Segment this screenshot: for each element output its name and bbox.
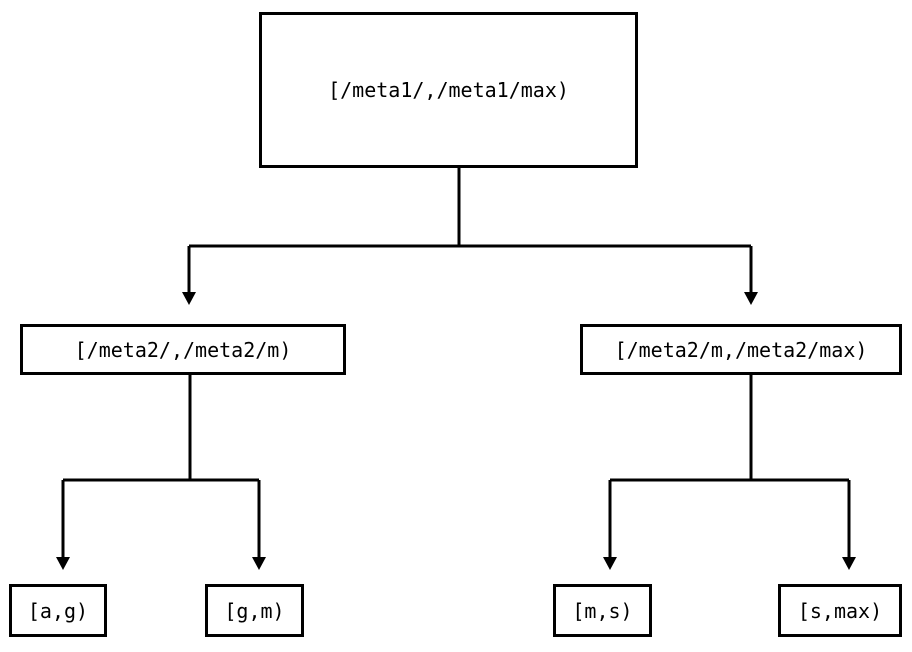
arrowheads bbox=[56, 292, 856, 570]
node-root-label: [/meta1/,/meta1/max) bbox=[328, 78, 569, 102]
node-mid-right-label: [/meta2/m,/meta2/max) bbox=[614, 337, 868, 362]
node-leaf-s-max[interactable]: [s,max) bbox=[778, 584, 902, 637]
node-mid-right[interactable]: [/meta2/m,/meta2/max) bbox=[580, 324, 902, 375]
node-mid-left-label: [/meta2/,/meta2/m) bbox=[74, 337, 292, 362]
node-mid-left[interactable]: [/meta2/,/meta2/m) bbox=[20, 324, 346, 375]
node-leaf-g-m-label: [g,m) bbox=[224, 598, 285, 623]
arrowhead-mid-left bbox=[182, 292, 196, 305]
node-leaf-a-g[interactable]: [a,g) bbox=[9, 584, 107, 637]
arrowhead-mid-right bbox=[744, 292, 758, 305]
arrowhead-leaf-s-max bbox=[842, 557, 856, 570]
node-leaf-s-max-label: [s,max) bbox=[797, 598, 883, 623]
node-leaf-m-s-label: [m,s) bbox=[572, 598, 633, 623]
node-leaf-g-m[interactable]: [g,m) bbox=[205, 584, 304, 637]
connector-lines bbox=[61, 168, 851, 557]
node-leaf-a-g-label: [a,g) bbox=[27, 598, 89, 623]
node-leaf-m-s[interactable]: [m,s) bbox=[553, 584, 652, 637]
arrowhead-leaf-m-s bbox=[603, 557, 617, 570]
arrowhead-leaf-g-m bbox=[252, 557, 266, 570]
arrowhead-leaf-a-g bbox=[56, 557, 70, 570]
node-root[interactable]: [/meta1/,/meta1/max) bbox=[259, 12, 638, 168]
